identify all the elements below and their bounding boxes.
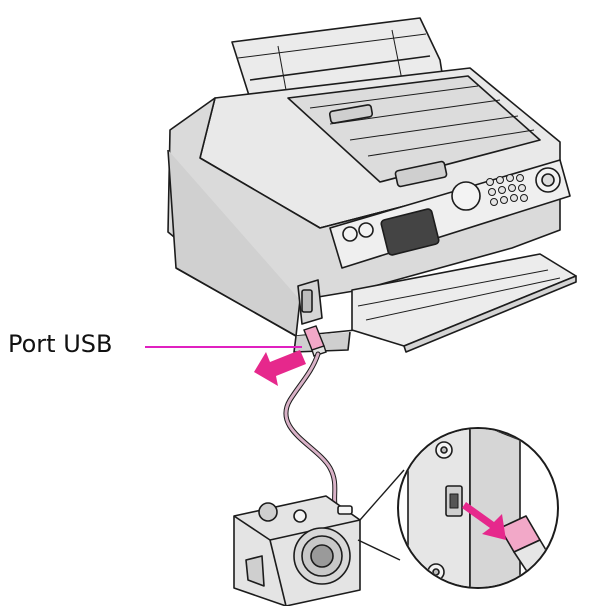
insert-arrow (254, 350, 306, 386)
printer-body (167, 97, 561, 353)
usb-cable (283, 351, 341, 517)
lcd-screen (380, 208, 440, 256)
usb-plug-printer (303, 325, 327, 357)
printer (167, 17, 577, 353)
output-tray (351, 253, 577, 353)
magnified-port-inset (357, 427, 559, 589)
side-port-area (297, 279, 323, 325)
usb-port-label: Port USB (8, 330, 113, 358)
digital-camera (233, 495, 361, 606)
control-panel (329, 159, 571, 269)
